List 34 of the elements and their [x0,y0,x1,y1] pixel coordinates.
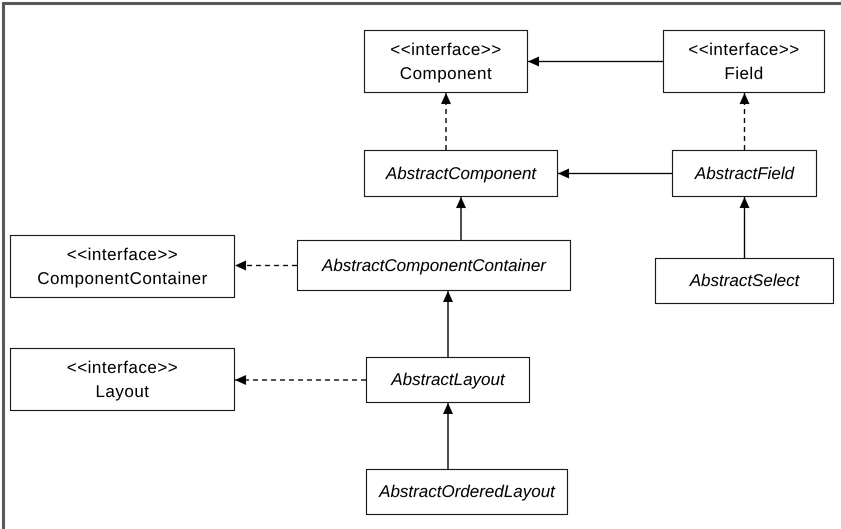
class-box [364,150,558,197]
class-box [297,240,571,291]
class-box [366,469,568,515]
interface-box [10,235,235,298]
class-name: Layout [95,380,150,402]
interface-box [663,30,825,93]
arrow [441,93,451,150]
class-name: ComponentContainer [37,268,208,290]
arrow [456,197,466,240]
arrow [558,168,672,178]
class-name: AbstractComponentContainer [322,254,546,276]
class-box [366,357,530,403]
class-name: Field [724,62,764,84]
interface-box [10,348,235,411]
class-name: AbstractSelect [690,270,800,292]
interface-box [364,30,528,93]
stereotype-label: <<interface>> [66,356,178,378]
class-name: AbstractField [694,162,794,184]
class-name: Component [400,62,492,84]
class-name: AbstractComponent [386,162,536,184]
class-box [672,150,817,197]
class-name: AbstractOrderedLayout [379,481,555,503]
arrow [235,260,297,270]
stereotype-label: <<interface>> [66,244,178,266]
arrow [528,56,663,66]
stereotype-label: <<interface>> [390,38,502,60]
arrow [740,197,750,258]
stereotype-label: <<interface>> [688,38,800,60]
arrow [740,93,750,150]
arrow [235,375,366,385]
arrow [443,291,453,357]
class-name: AbstractLayout [391,369,505,391]
class-box [655,258,834,304]
arrow [443,403,453,469]
